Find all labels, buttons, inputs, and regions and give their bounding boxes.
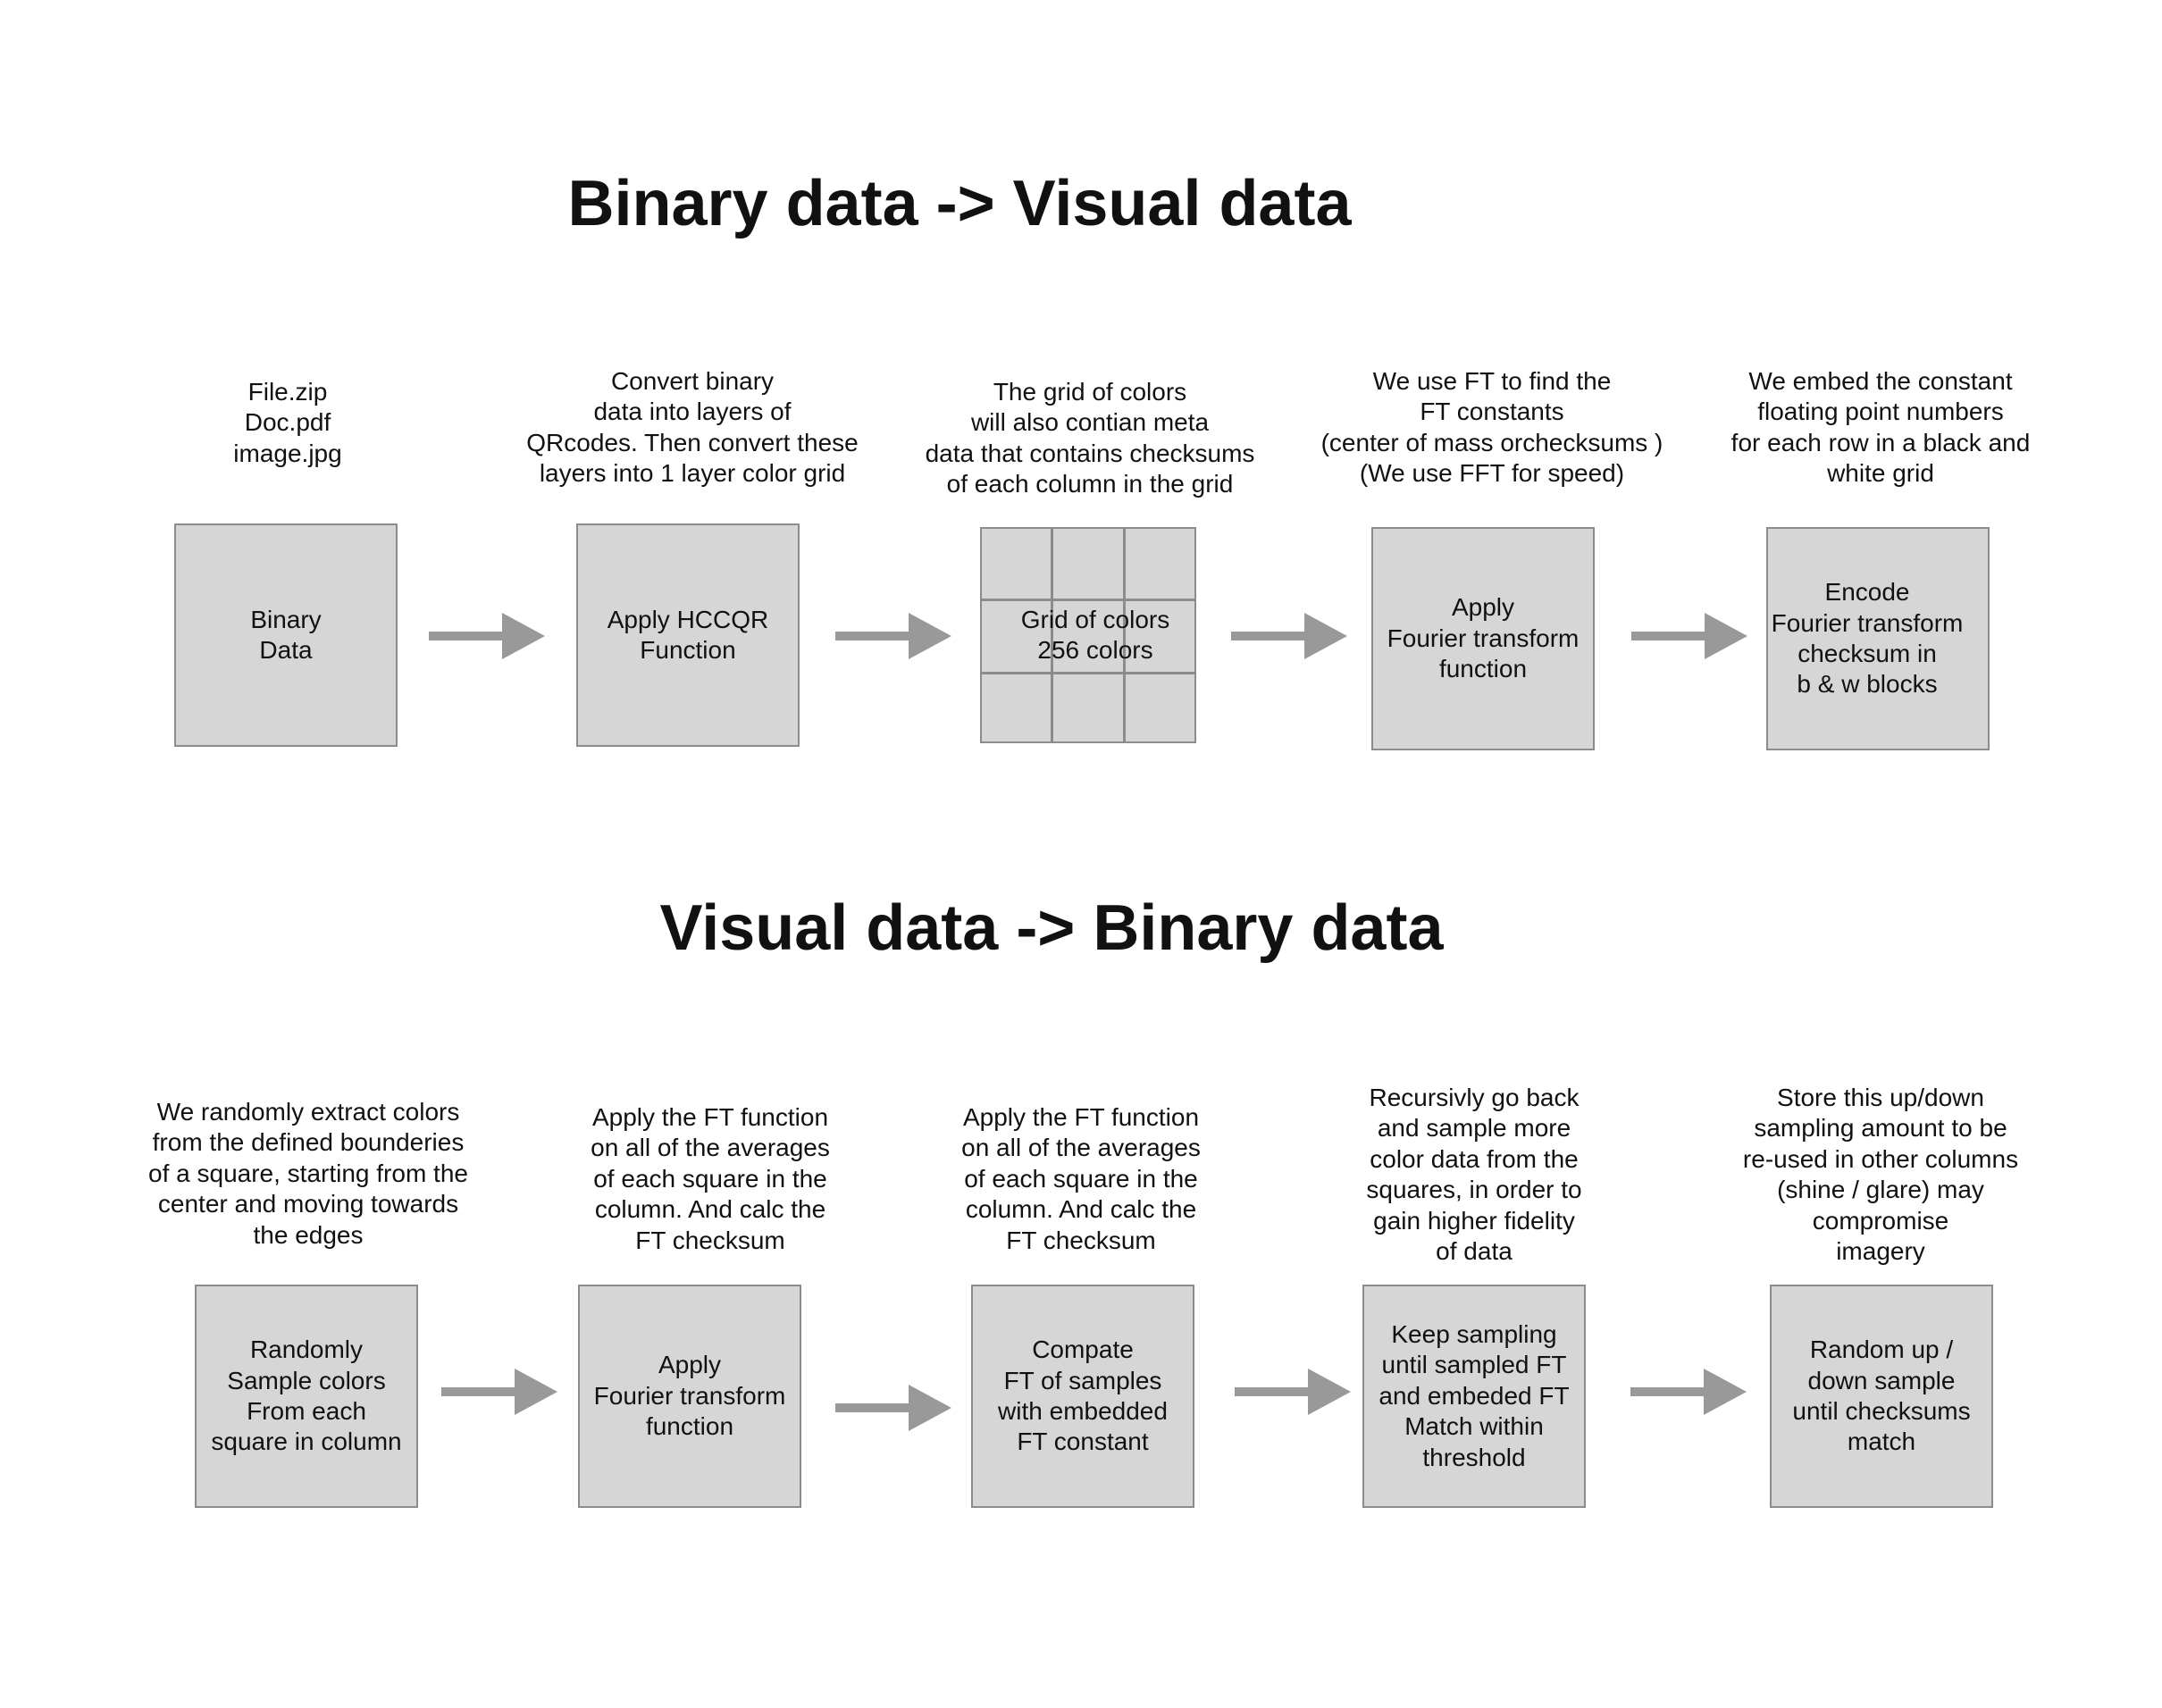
step-label: Binary Data [250, 605, 322, 664]
step-caption: File.zip Doc.pdf image.jpg [233, 378, 342, 467]
grid-line [982, 599, 1194, 601]
step-label: Compate FT of samples with embedded FT c… [998, 1335, 1168, 1456]
step-box-color-grid: Grid of colors 256 colors [980, 527, 1196, 743]
grid-line [1051, 529, 1053, 741]
arrow-right-icon [441, 1369, 557, 1415]
step-label: Apply Fourier transform function [593, 1351, 786, 1441]
step-caption: Recursivly go back and sample more color… [1366, 1084, 1582, 1266]
step-box-up-down-sample: Random up / down sample until checksums … [1770, 1285, 1993, 1508]
step-box-encode-ft: Encode Fourier transform checksum in b &… [1766, 527, 1990, 750]
step-caption: Convert binary data into layers of QRcod… [526, 367, 859, 488]
step-caption: We randomly extract colors from the defi… [148, 1098, 468, 1249]
arrow-right-icon [835, 613, 951, 659]
step-caption: We embed the constant floating point num… [1730, 367, 2031, 488]
step-label: Grid of colors 256 colors [1020, 605, 1170, 664]
arrow-right-icon [835, 1385, 951, 1431]
step-label: Apply Fourier transform function [1387, 593, 1580, 683]
step-caption: The grid of colors will also contian met… [925, 378, 1255, 498]
step-caption: Apply the FT function on all of the aver… [591, 1103, 830, 1254]
step-label: Keep sampling until sampled FT and embed… [1378, 1319, 1570, 1471]
arrow-right-icon [1235, 1369, 1351, 1415]
section-title-encode: Binary data -> Visual data [567, 168, 1352, 239]
step-caption: We use FT to find the FT constants (cent… [1320, 367, 1663, 488]
step-box-keep-sampling: Keep sampling until sampled FT and embed… [1362, 1285, 1586, 1508]
step-box-apply-ft: Apply Fourier transform function [1371, 527, 1595, 750]
section-title-decode: Visual data -> Binary data [659, 892, 1444, 964]
grid-line [982, 672, 1194, 674]
step-label: Randomly Sample colors From each square … [211, 1335, 402, 1456]
step-box-binary-data: Binary Data [174, 523, 398, 747]
arrow-right-icon [1631, 613, 1747, 659]
arrow-right-icon [1231, 613, 1347, 659]
step-box-random-sample: Randomly Sample colors From each square … [195, 1285, 418, 1508]
step-label: Random up / down sample until checksums … [1792, 1335, 1971, 1456]
step-label: Encode Fourier transform checksum in b &… [1771, 578, 1964, 699]
arrow-right-icon [429, 613, 545, 659]
step-caption: Store this up/down sampling amount to be… [1742, 1084, 2019, 1266]
step-caption: Apply the FT function on all of the aver… [961, 1103, 1201, 1254]
step-box-compare-ft: Compate FT of samples with embedded FT c… [971, 1285, 1194, 1508]
grid-line [1123, 529, 1126, 741]
step-box-apply-hccqr: Apply HCCQR Function [576, 523, 800, 747]
step-box-apply-ft-decode: Apply Fourier transform function [578, 1285, 801, 1508]
step-label: Apply HCCQR Function [607, 605, 769, 664]
arrow-right-icon [1630, 1369, 1747, 1415]
